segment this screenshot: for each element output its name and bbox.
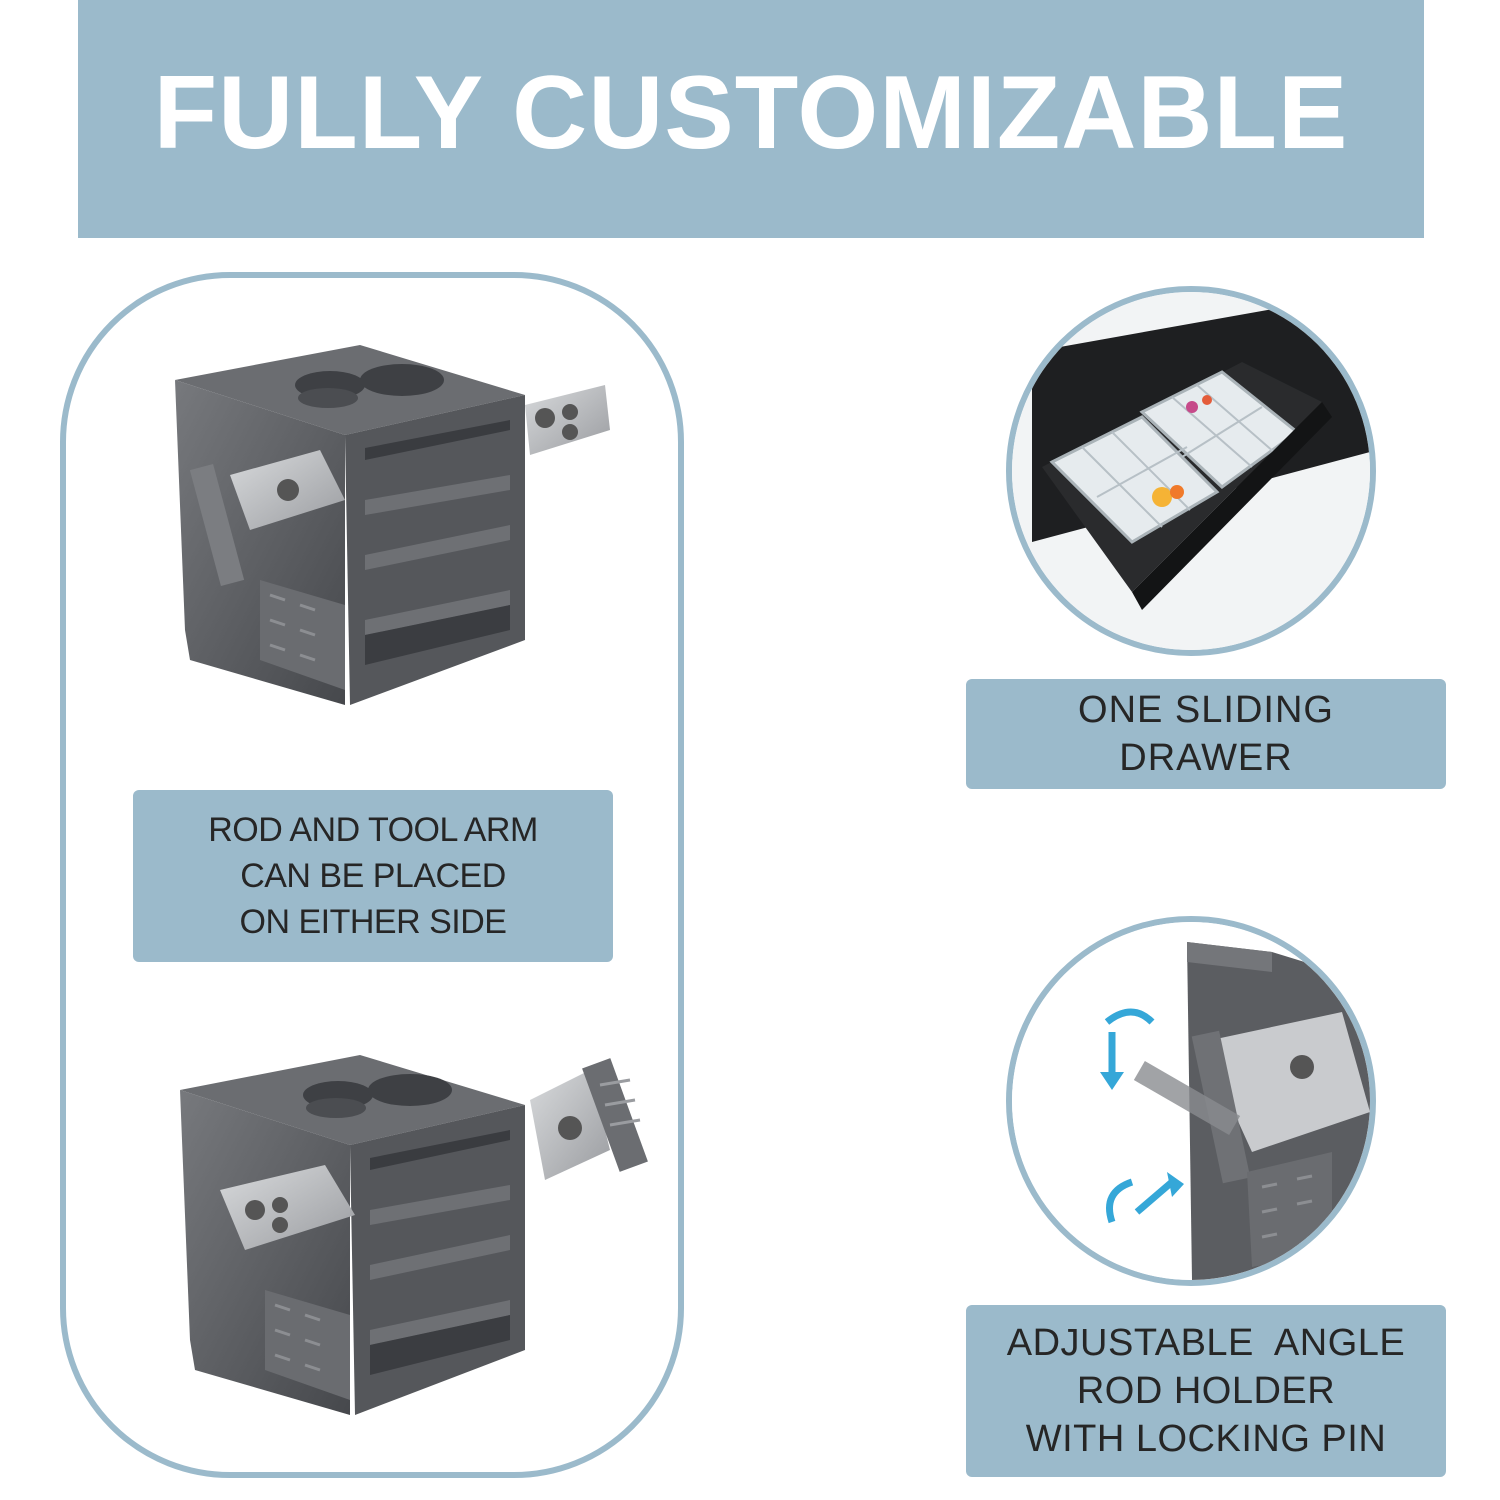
- page-title: FULLY CUSTOMIZABLE: [153, 55, 1349, 171]
- rod-holder-illustration: [1012, 922, 1370, 1280]
- rod-arm-label: ROD AND TOOL ARM CAN BE PLACED ON EITHER…: [133, 790, 613, 962]
- angle-label-line-1: ADJUSTABLE ANGLE: [1006, 1322, 1406, 1364]
- angle-label-line-2: ROD HOLDER: [1076, 1370, 1336, 1412]
- drawer-illustration: [1012, 292, 1370, 650]
- cart-illustration-arm-right: [175, 345, 610, 705]
- drawer-detail-image: [1006, 286, 1376, 656]
- drawer-label: ONE SLIDING DRAWER: [966, 679, 1446, 789]
- header-banner: FULLY CUSTOMIZABLE: [78, 0, 1424, 238]
- rotate-arrow-icon: [1106, 1178, 1175, 1224]
- drawer-label-line-1: ONE SLIDING: [1078, 689, 1334, 731]
- rotate-arrow-icon: [1104, 1008, 1155, 1072]
- angle-label: ADJUSTABLE ANGLE ROD HOLDER WITH LOCKING…: [966, 1305, 1446, 1477]
- rod-holder-detail-image: [1006, 916, 1376, 1286]
- drawer-label-line-2: DRAWER: [1119, 737, 1293, 779]
- rod-arm-label-line-2: CAN BE PLACED: [240, 857, 506, 895]
- cart-illustration-arm-left: [180, 1055, 648, 1415]
- rod-arm-label-line-1: ROD AND TOOL ARM: [208, 811, 538, 849]
- angle-label-line-3: WITH LOCKING PIN: [1025, 1418, 1387, 1460]
- rod-arm-label-line-3: ON EITHER SIDE: [239, 903, 507, 941]
